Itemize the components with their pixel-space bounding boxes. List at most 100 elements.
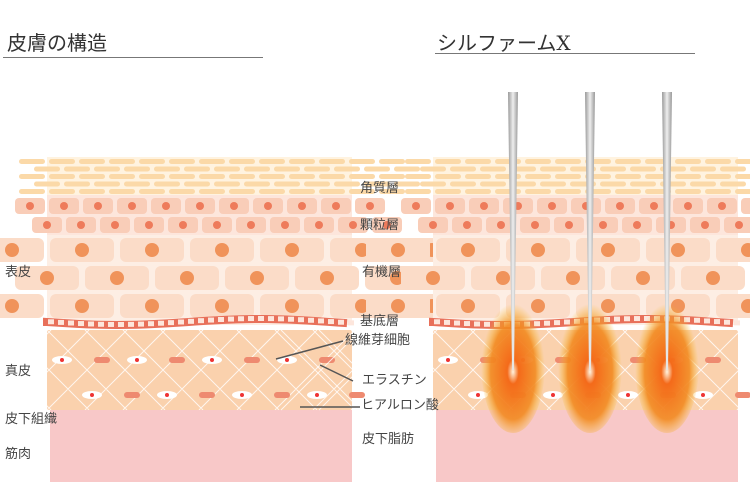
corneum-cell (289, 174, 315, 179)
corneum-cell (214, 166, 240, 172)
corneum-cell (525, 159, 551, 164)
corneum-cell (615, 159, 641, 164)
corneum-cell (184, 166, 210, 172)
basal-cell (228, 316, 234, 322)
cell-nucleus (196, 202, 204, 210)
basal-cell (338, 319, 344, 325)
label-subcutaneous-fat: 皮下脂肪 (362, 432, 415, 447)
basal-cell (138, 321, 144, 327)
corneum-cell (154, 166, 180, 172)
label-subcutaneous: 皮下組織 (5, 412, 58, 427)
cell-nucleus (565, 221, 573, 229)
cell-nucleus (145, 299, 159, 313)
basal-cell (278, 316, 284, 322)
corneum-cell (364, 181, 390, 187)
basal-cell (724, 319, 730, 325)
cell-nucleus (75, 243, 89, 257)
corneum-cell (405, 189, 431, 194)
corneum-cell (49, 189, 75, 194)
cell-nucleus (480, 202, 488, 210)
fibroblast-nucleus (285, 358, 289, 362)
corneum-cell (124, 166, 150, 172)
basal-cell (484, 321, 490, 327)
elastin-fiber (244, 357, 260, 363)
cell-nucleus (633, 221, 641, 229)
label-dermis: 真皮 (5, 364, 32, 379)
cell-nucleus (110, 271, 124, 285)
basal-cell (734, 320, 740, 326)
cell-nucleus (355, 243, 369, 257)
granular-cell (741, 198, 750, 214)
cell-nucleus (426, 271, 440, 285)
cell-nucleus (77, 221, 85, 229)
label-granular: 顆粒層 (360, 218, 400, 233)
corneum-cell (480, 166, 506, 172)
basal-cell (318, 318, 324, 324)
corneum-cell (229, 174, 255, 179)
cell-nucleus (461, 243, 475, 257)
basal-cell (714, 319, 720, 325)
basal-cell (78, 321, 84, 327)
fibroblast-nucleus (626, 393, 630, 397)
corneum-cell (259, 174, 285, 179)
corneum-cell (244, 166, 270, 172)
cell-nucleus (616, 202, 624, 210)
cell-nucleus (215, 299, 229, 313)
corneum-cell (349, 174, 375, 179)
elastin-fiber (319, 357, 335, 363)
corneum-cell (169, 189, 195, 194)
cell-nucleus (684, 202, 692, 210)
basal-cell (694, 317, 700, 323)
basal-cell (88, 321, 94, 327)
basal-cell (614, 316, 620, 322)
skin-cross-section-normal (0, 157, 546, 482)
corneum-cell (169, 174, 195, 179)
corneum-cell (49, 174, 75, 179)
corneum-cell (289, 189, 315, 194)
corneum-cell (214, 181, 240, 187)
cell-nucleus (671, 243, 685, 257)
corneum-cell (184, 181, 210, 187)
corneum-cell (420, 181, 446, 187)
basal-cell (168, 320, 174, 326)
elastin-leader (319, 364, 354, 382)
cell-nucleus (320, 271, 334, 285)
basal-cell (298, 317, 304, 323)
cell-nucleus (531, 243, 545, 257)
corneum-cell (199, 174, 225, 179)
basal-cell (454, 320, 460, 326)
fibroblast-nucleus (476, 393, 480, 397)
corneum-cell (540, 181, 566, 187)
cell-nucleus (497, 221, 505, 229)
corneum-cell (169, 159, 195, 164)
label-basal: 基底層 (360, 314, 400, 329)
corneum-cell (525, 174, 551, 179)
cell-nucleus (285, 299, 299, 313)
corneum-cell (49, 159, 75, 164)
label-corneum: 角質層 (360, 181, 400, 196)
rf-needle (508, 92, 518, 370)
corneum-cell (304, 181, 330, 187)
corneum-cell (64, 181, 90, 187)
elastin-fiber (349, 392, 365, 398)
corneum-cell (19, 174, 45, 179)
corneum-cell (735, 174, 750, 179)
corneum-cell (199, 159, 225, 164)
basal-cell (554, 320, 560, 326)
cell-nucleus (111, 221, 119, 229)
fibroblast-leader (275, 340, 344, 360)
corneum-cell (615, 174, 641, 179)
corneum-cell (79, 189, 105, 194)
corneum-cell (259, 189, 285, 194)
cell-nucleus (531, 299, 545, 313)
cell-nucleus (391, 243, 405, 257)
basal-cell (288, 316, 294, 322)
corneum-cell (154, 181, 180, 187)
corneum-cell (525, 189, 551, 194)
basal-cell (108, 321, 114, 327)
corneum-cell (735, 189, 750, 194)
cell-nucleus (145, 221, 153, 229)
left-title-underline (3, 57, 263, 58)
basal-cell (308, 317, 314, 323)
corneum-cell (349, 159, 375, 164)
